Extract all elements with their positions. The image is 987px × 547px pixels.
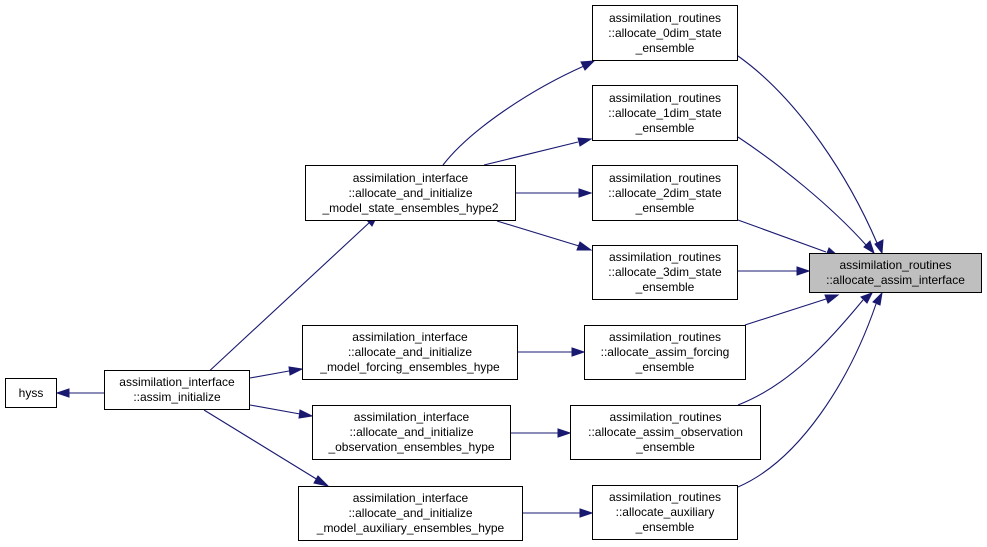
- edge-model-auxiliary-to-assim-initialize: [203, 409, 330, 487]
- node-allocate-assim-forcing-ensemble[interactable]: assimilation_routines ::allocate_assim_f…: [584, 325, 746, 380]
- node-allocate-assim-interface[interactable]: assimilation_routines ::allocate_assim_i…: [809, 253, 982, 293]
- node-assim-initialize[interactable]: assimilation_interface ::assim_initializ…: [104, 370, 250, 410]
- edge-assim-interface-to-alloc-observation: [737, 292, 874, 406]
- edge-alloc-1dim-to-model-state: [483, 137, 593, 166]
- node-observation-ensembles[interactable]: assimilation_interface ::allocate_and_in…: [312, 405, 511, 460]
- edge-alloc-forcing-to-model-forcing: [518, 347, 586, 357]
- edge-assim-initialize-to-hyss: [55, 388, 104, 398]
- edge-assim-interface-to-alloc-3dim: [738, 266, 811, 276]
- edge-observation-to-assim-initialize: [249, 404, 314, 419]
- edge-assim-interface-to-alloc-2dim: [737, 219, 840, 257]
- edge-assim-interface-to-alloc-forcing: [744, 294, 840, 326]
- edge-alloc-observation-to-observation: [511, 428, 572, 438]
- edge-assim-interface-to-alloc-0dim: [737, 55, 884, 255]
- node-model-auxiliary-ensembles[interactable]: assimilation_interface ::allocate_and_in…: [298, 486, 523, 541]
- edge-alloc-3dim-to-model-state: [496, 220, 593, 251]
- node-hyss[interactable]: hyss: [5, 378, 57, 408]
- node-model-state-ensembles[interactable]: assimilation_interface ::allocate_and_in…: [305, 165, 516, 221]
- node-model-forcing-ensembles[interactable]: assimilation_interface ::allocate_and_in…: [302, 325, 518, 380]
- edge-assim-interface-to-alloc-auxiliary: [737, 291, 883, 488]
- node-allocate-1dim-state-ensemble[interactable]: assimilation_routines ::allocate_1dim_st…: [592, 85, 738, 141]
- node-allocate-assim-observation-ensemble[interactable]: assimilation_routines ::allocate_assim_o…: [570, 405, 761, 460]
- node-allocate-3dim-state-ensemble[interactable]: assimilation_routines ::allocate_3dim_st…: [592, 245, 738, 300]
- edge-alloc-0dim-to-model-state: [442, 60, 596, 166]
- edge-assim-interface-to-alloc-1dim: [737, 136, 875, 255]
- node-allocate-2dim-state-ensemble[interactable]: assimilation_routines ::allocate_2dim_st…: [592, 165, 738, 221]
- node-allocate-auxiliary-ensemble[interactable]: assimilation_routines ::allocate_auxilia…: [592, 485, 738, 540]
- edge-alloc-2dim-to-model-state: [516, 188, 593, 198]
- edge-model-forcing-to-assim-initialize: [249, 366, 304, 379]
- node-allocate-0dim-state-ensemble[interactable]: assimilation_routines ::allocate_0dim_st…: [592, 5, 738, 61]
- edge-alloc-auxiliary-to-model-auxiliary: [523, 508, 594, 518]
